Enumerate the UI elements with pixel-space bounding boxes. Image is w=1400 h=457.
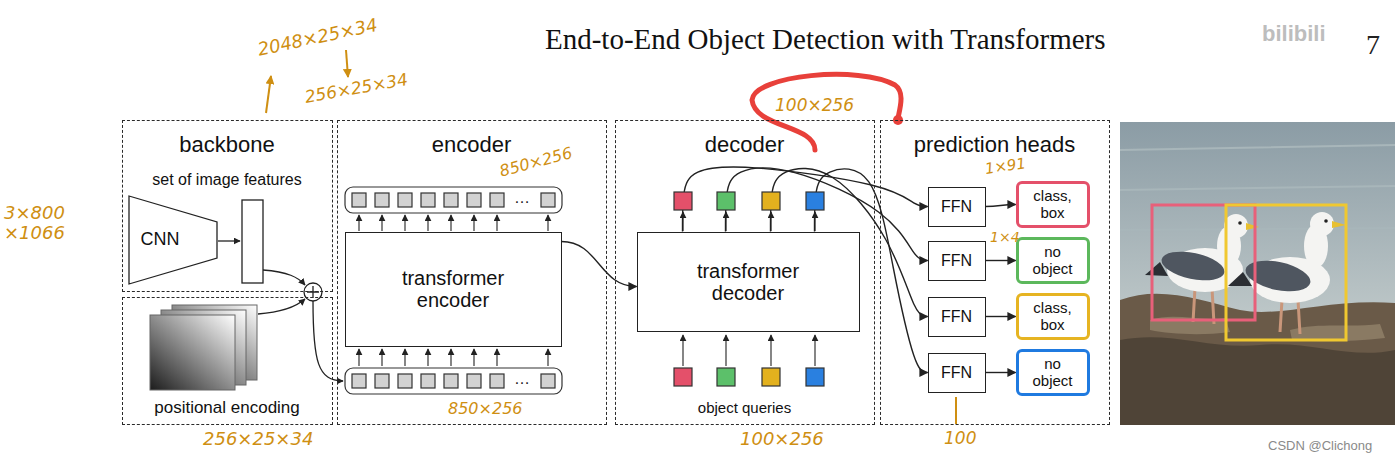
box-label: transformer encoder <box>383 267 523 311</box>
ellipsis: … <box>514 189 530 207</box>
region-heading: positional encoding <box>154 399 300 418</box>
label-holder: 1×91 <box>984 154 1027 178</box>
label-holder: bilibili <box>1262 22 1326 46</box>
annotation-stroke <box>955 397 957 424</box>
shape-annotation: 100×256 <box>740 429 824 449</box>
connector-arrow <box>986 260 1016 261</box>
ffn-box: FFN <box>928 297 986 337</box>
box-label: no object <box>1025 356 1081 389</box>
transformer-box: transformer encoder <box>345 232 562 347</box>
shape-annotation: 3×800 ×1066 <box>4 203 76 243</box>
encoding-map <box>150 315 235 390</box>
label-holder: 100 <box>944 429 976 448</box>
shape-annotation: 1×4 <box>990 230 1020 245</box>
arrow <box>263 270 305 285</box>
heading-holder: prediction heads <box>881 133 1108 157</box>
shape-annotation: 100×256 <box>775 96 854 115</box>
object-query-squares <box>674 368 824 386</box>
box-label: FFN <box>941 198 972 216</box>
label-holder: 100×256 <box>775 96 854 115</box>
shape-annotation: 2048×25×34 <box>256 15 379 60</box>
label-holder: 7 <box>1366 30 1380 61</box>
region-note: object queries <box>698 400 791 417</box>
ffn-box: FFN <box>928 241 986 281</box>
encoder-region: transformer encoder encoder <box>337 120 607 425</box>
page-title: End-to-End Object Detection with Transfo… <box>545 24 1106 56</box>
box-label: class, box <box>1025 188 1081 221</box>
token-row <box>345 368 562 394</box>
ffn-box: FFN <box>928 353 986 393</box>
region-heading: encoder <box>432 133 512 157</box>
arrow <box>258 299 305 314</box>
label-holder: 1×4 <box>990 228 1020 246</box>
label-holder: 3×800 ×1066 <box>4 203 76 243</box>
count-annotation: 100 <box>944 429 976 448</box>
label-holder: 256×25×34 <box>303 70 409 107</box>
backbone-region: CNN backbone set of image features <box>122 120 333 292</box>
output-embeddings <box>674 192 824 210</box>
output-box: class, box <box>1016 293 1090 340</box>
arrow <box>313 301 343 381</box>
annotation-arrow <box>346 50 348 77</box>
page-number: 7 <box>1366 30 1380 61</box>
connector-arrow <box>986 316 1016 317</box>
connector-arrow <box>562 242 637 287</box>
heading-holder: backbone <box>123 133 331 157</box>
output-box: class, box <box>1016 181 1090 228</box>
detection-box <box>1226 205 1346 340</box>
plus-symbol <box>304 283 322 301</box>
detection-box <box>1152 205 1255 320</box>
box-label: transformer decoder <box>678 260 818 304</box>
heading-holder: decoder <box>616 133 873 157</box>
cnn-trapezoid: CNN <box>128 195 218 285</box>
region-heading: prediction heads <box>914 133 1075 157</box>
ffn-box: FFN <box>928 187 986 227</box>
connector-arrow <box>986 205 1016 207</box>
label-holder: 100×256 <box>740 429 824 449</box>
arrow <box>218 240 240 241</box>
watermark: bilibili <box>1262 22 1326 46</box>
box-label: no object <box>1025 244 1081 277</box>
shape-annotation: 256×25×34 <box>303 70 409 106</box>
output-box: no object <box>1016 349 1090 396</box>
heading-holder: set of image features <box>123 171 331 189</box>
positional-encoding-region: positional encoding <box>122 297 333 425</box>
annotation-arrow <box>266 76 271 113</box>
shape-annotation: 1×91 <box>984 155 1027 177</box>
shape-annotation: 850×256 <box>448 400 522 418</box>
heading-holder: object queries <box>616 399 873 417</box>
feature-map <box>242 200 263 283</box>
label-holder: 2048×25×34 <box>256 15 379 60</box>
region-heading: backbone <box>179 133 274 157</box>
label-holder: … <box>514 370 530 388</box>
label-holder: CSDN @Clichong <box>1268 436 1372 454</box>
shape-annotation: 256×25×34 <box>203 429 313 449</box>
box-label: CNN <box>141 230 180 250</box>
title-holder: End-to-End Object Detection with Transfo… <box>545 24 1106 56</box>
region-heading: decoder <box>705 133 785 157</box>
box-label: FFN <box>941 364 972 382</box>
connector-arrow <box>986 372 1016 373</box>
label-holder: 850×256 <box>448 400 522 418</box>
box-label: FFN <box>941 252 972 270</box>
seagull-photo <box>1120 122 1395 425</box>
label-holder: 256×25×34 <box>203 429 313 449</box>
box-label: FFN <box>941 308 972 326</box>
decoder-region: transformer decoder decoder object queries <box>615 120 875 425</box>
box-label: class, box <box>1025 300 1081 333</box>
ellipsis: … <box>514 370 530 388</box>
heading-holder: positional encoding <box>123 399 331 418</box>
output-box: no object <box>1016 237 1090 284</box>
transformer-box: transformer decoder <box>637 232 860 332</box>
token-row <box>345 187 562 213</box>
source-credit: CSDN @Clichong <box>1268 439 1372 453</box>
label-holder: … <box>514 189 530 207</box>
connector-group <box>562 167 1016 373</box>
region-note: set of image features <box>152 171 301 189</box>
